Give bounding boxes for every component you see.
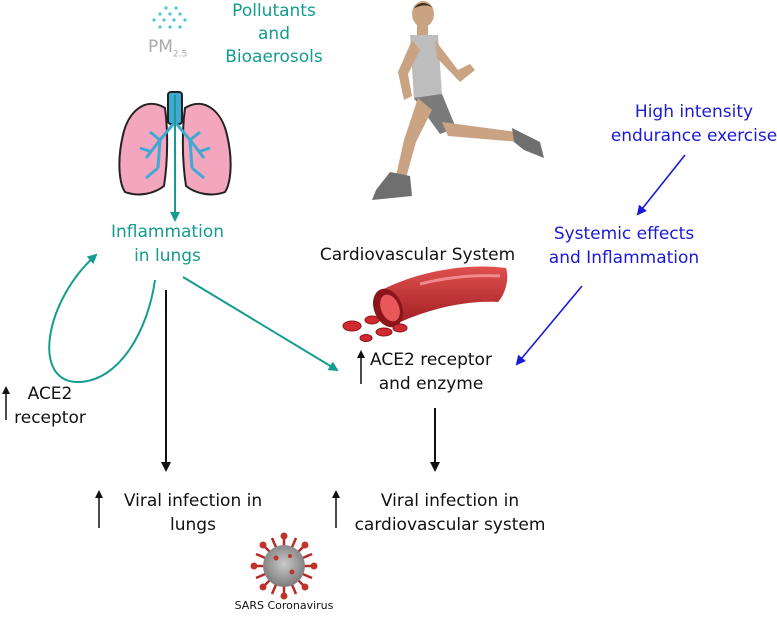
runner-icon — [372, 1, 544, 200]
cardio-system-title: Cardiovascular System — [319, 245, 516, 265]
pm-sub-text: 2.5 — [172, 49, 188, 60]
viral-cardio-label: Viral infection in cardiovascular system — [354, 491, 546, 535]
ace2-left-label: ACE2 receptor — [14, 384, 86, 428]
pm-base-text: PM — [148, 37, 173, 57]
virus-caption: SARS Coronavirus — [234, 599, 334, 612]
feedback-loop-arrow — [48, 253, 156, 384]
pm25-label: PM2.5 — [148, 36, 187, 65]
blood-vessel-icon — [342, 266, 508, 342]
arrow-exercise-to-systemic — [636, 154, 686, 216]
lungs-icon — [118, 91, 232, 196]
arrow-systemic-to-ace2 — [515, 285, 583, 366]
arrow-inflammation-to-cardio — [182, 276, 339, 372]
exercise-label: High intensity endurance exercise — [610, 102, 777, 146]
pm-particles-icon — [152, 6, 187, 29]
coronavirus-icon — [250, 532, 318, 600]
inflammation-lungs-label: Inflammation in lungs — [110, 222, 224, 266]
viral-lungs-label: Viral infection in lungs — [123, 491, 263, 535]
systemic-effects-label: Systemic effects and Inflammation — [548, 224, 700, 268]
pollutants-label: Pollutants and Bioaerosols — [225, 1, 323, 67]
ace2-cardio-label: ACE2 receptor and enzyme — [370, 350, 492, 394]
